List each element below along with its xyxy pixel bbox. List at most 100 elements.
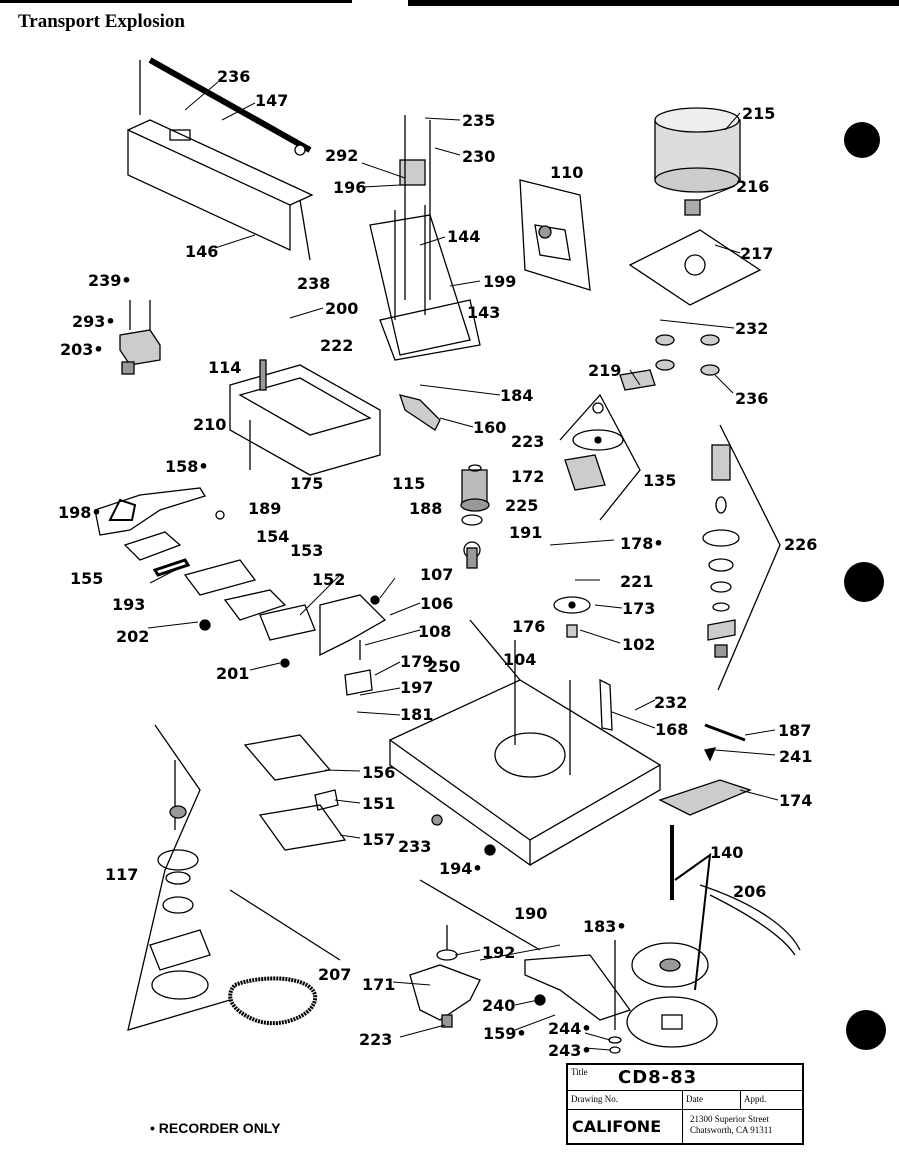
part-207-belt [228,976,318,1026]
part-label-201: 201 [216,664,249,683]
part-label-115: 115 [392,474,425,493]
part-label-199: 199 [483,272,516,291]
part-label-104: 104 [503,650,536,669]
part-172-gear [460,464,490,569]
part-215-motor [619,107,762,391]
address-line-1: 21300 Superior Street [690,1114,769,1124]
punch-hole-bottom [846,1010,886,1050]
part-label-102: 102 [622,635,655,654]
part-label-114: 114 [208,358,241,377]
part-label-152: 152 [312,570,345,589]
part-label-206: 206 [733,882,766,901]
part-label-225: 225 [505,496,538,515]
part-label-243: 243• [548,1041,592,1060]
part-226-group [702,424,781,691]
part-114-frame [229,359,381,476]
title-row: Title CD8-83 [568,1065,802,1091]
part-label-250: 250 [427,657,460,676]
part-label-160: 160 [473,418,506,437]
part-label-187: 187 [778,721,811,740]
part-label-151: 151 [362,794,395,813]
part-label-176: 176 [512,617,545,636]
part-label-181: 181 [400,705,433,724]
part-label-196: 196 [333,178,366,197]
part-label-147: 147 [255,91,288,110]
part-174-assembly [658,723,752,816]
part-106-arm [319,594,387,696]
part-label-217: 217 [740,244,773,263]
part-label-292: 292 [325,146,358,165]
part-160-arm [399,394,441,431]
part-label-158: 158• [165,457,209,476]
part-label-157: 157 [362,830,395,849]
part-label-190: 190 [514,904,547,923]
parts-156-157 [243,734,347,851]
part-label-238: 238 [297,274,330,293]
part-label-222: 222 [320,336,353,355]
part-label-179: 179 [400,652,433,671]
part-label-168: 168 [655,720,688,739]
part-label-230: 230 [462,147,495,166]
part-label-144: 144 [447,227,480,246]
part-label-171: 171 [362,975,395,994]
part-label-293: 293• [72,312,116,331]
part-117-group [127,724,231,1031]
part-label-207: 207 [318,965,351,984]
title-block: Title CD8-83 Drawing No. Date Appd. CALI… [566,1063,804,1145]
part-label-189: 189 [248,499,281,518]
part-label-108: 108 [418,622,451,641]
part-label-107: 107 [420,565,453,584]
drawing-info-row: Drawing No. Date Appd. [568,1091,802,1110]
part-label-215: 215 [742,104,775,123]
part-label-175: 175 [290,474,323,493]
part-label-172: 172 [511,467,544,486]
punch-hole-middle [844,562,884,602]
company-name: CALIFONE [572,1117,662,1136]
part-label-159: 159• [483,1024,527,1043]
part-label-193: 193 [112,595,145,614]
part-label-106: 106 [420,594,453,613]
part-143-mount [369,115,481,361]
drawing-no-label: Drawing No. [571,1094,618,1104]
part-label-192: 192 [482,943,515,962]
part-label-110: 110 [550,163,583,182]
part-label-236: 236 [217,67,250,86]
parts-152-154 [183,510,316,668]
part-158-lever [94,487,206,577]
part-label-140: 140 [710,843,743,862]
part-label-135: 135 [643,471,676,490]
part-label-221: 221 [620,572,653,591]
part-250-chassis [388,640,662,867]
part-label-233: 233 [398,837,431,856]
part-171-arm [409,925,481,1028]
part-label-210: 210 [193,415,226,434]
company-address: 21300 Superior Street Chatsworth, CA 913… [690,1114,772,1136]
part-label-191: 191 [509,523,542,542]
part-label-219: 219 [588,361,621,380]
part-label-232a: 232 [735,319,768,338]
part-203-block [119,300,161,375]
part-label-155: 155 [70,569,103,588]
part-label-173: 173 [622,599,655,618]
part-label-117: 117 [105,865,138,884]
address-line-2: Chatsworth, CA 91311 [690,1125,773,1135]
part-label-184: 184 [500,386,533,405]
part-label-240: 240 [482,996,515,1015]
part-146-bracket [127,57,314,261]
part-135-group [559,393,641,521]
part-110-bracket [519,179,591,291]
part-label-198: 198• [58,503,102,522]
part-label-223b: 223 [359,1030,392,1049]
part-label-216: 216 [736,177,769,196]
part-label-143: 143 [467,303,500,322]
title-value: CD8-83 [618,1067,698,1088]
part-label-202: 202 [116,627,149,646]
part-label-197: 197 [400,678,433,697]
part-label-156: 156 [362,763,395,782]
part-label-223a: 223 [511,432,544,451]
part-label-178: 178• [620,534,664,553]
part-label-188: 188 [409,499,442,518]
part-label-146: 146 [185,242,218,261]
part-label-244: 244• [548,1019,592,1038]
